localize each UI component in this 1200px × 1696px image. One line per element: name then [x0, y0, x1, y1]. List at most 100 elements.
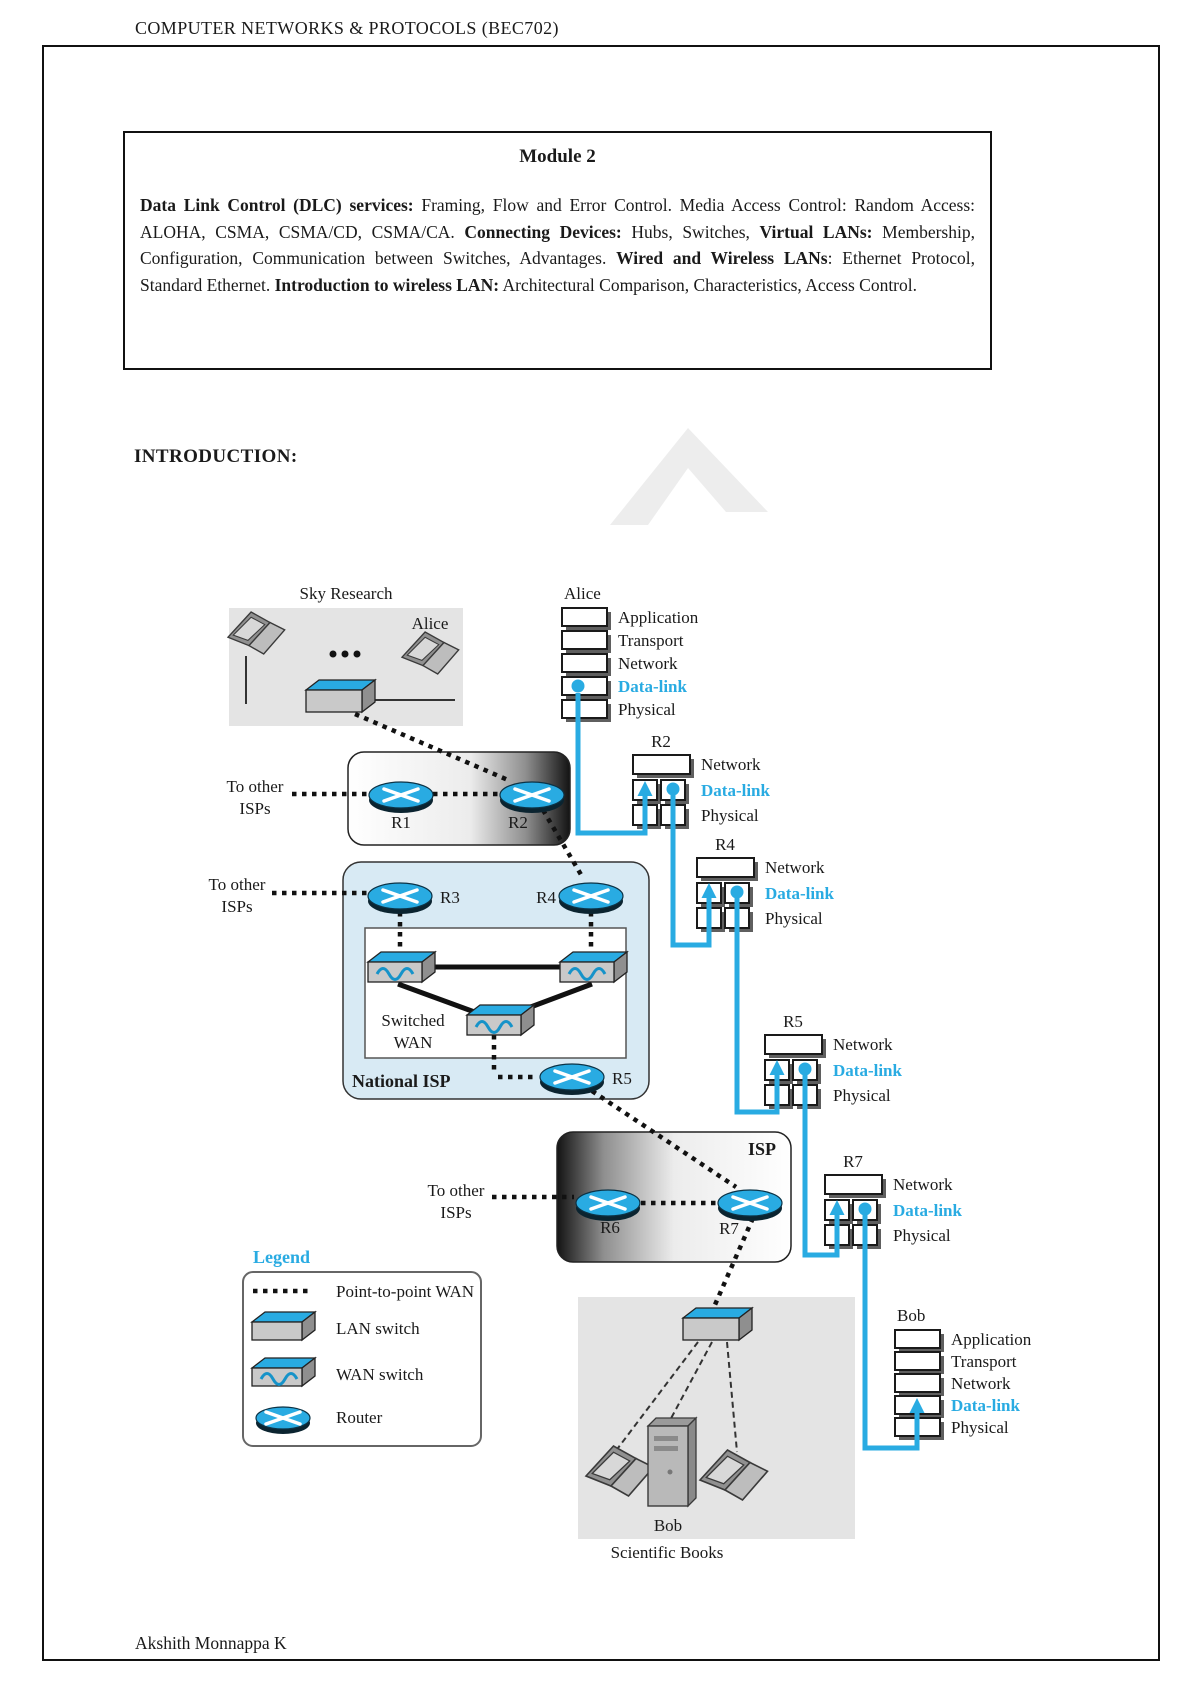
switched-wan-label: Switched: [381, 1011, 445, 1030]
alice-stack-layer-box: [561, 699, 608, 719]
alice-stack-layer-label: Application: [618, 608, 699, 627]
bob-stack-layer-label: Transport: [951, 1352, 1017, 1371]
router-label-r2: R2: [508, 813, 528, 832]
bob-stack-layer-box: [894, 1373, 941, 1393]
r2-stack-layer-label: Physical: [701, 806, 759, 825]
datalink-hop-path-3-dot: [730, 885, 744, 899]
page-border: [42, 45, 1160, 1661]
document-footer: Akshith Monnappa K: [135, 1633, 287, 1653]
point-to-point-wan-link: [541, 808, 585, 880]
to-other-isps-label: ISPs: [221, 897, 252, 916]
switched-wan-label: WAN: [394, 1033, 433, 1052]
router-label-r1: R1: [391, 813, 411, 832]
desktop-tower-icon: [654, 1446, 678, 1451]
legend-router-icon-x: [264, 1410, 302, 1426]
legend-wan-switch-icon-wave: [259, 1372, 299, 1386]
lan-switch-icon: [305, 689, 363, 713]
module-box: Module 2 Data Link Control (DLC) service…: [123, 131, 992, 370]
r2-stack-title: R2: [651, 732, 671, 751]
to-other-isps-label: To other: [227, 777, 284, 796]
paragraph-segment: Hubs, Switches,: [621, 221, 760, 242]
datalink-hop-path-2: [670, 795, 712, 948]
r7-stack-layer-label: Physical: [893, 1226, 951, 1245]
laptop-icon-alice: [421, 641, 460, 675]
wan-switch-icon: [559, 961, 615, 983]
bob-stack-layer-box: [894, 1351, 941, 1371]
ellipsis-dot: [353, 650, 361, 658]
laptop-icon: [591, 1451, 631, 1481]
router-label-r5: R5: [612, 1069, 632, 1088]
module-title: Module 2: [519, 146, 596, 167]
to-other-isps-label: ISPs: [440, 1203, 471, 1222]
router-label-r6: R6: [600, 1218, 620, 1237]
watermark-shape: [610, 428, 768, 525]
legend-item-label: Router: [336, 1408, 383, 1427]
router-label-r4: R4: [536, 888, 556, 907]
r5-stack-title: R5: [783, 1012, 803, 1031]
point-to-point-wan-link: [590, 1089, 738, 1189]
r4-stack-title: R4: [715, 835, 735, 854]
r4-stack-network-box: [696, 857, 755, 878]
point-to-point-wan-link: [354, 711, 509, 783]
alice-stack-layer-label: Network: [618, 654, 678, 673]
document-header: COMPUTER NETWORKS & PROTOCOLS (BEC702): [135, 18, 559, 38]
paragraph-bold-segment: Virtual LANs:: [759, 221, 873, 242]
desktop-tower-icon: [654, 1436, 678, 1441]
to-other-isps-label: To other: [209, 875, 266, 894]
paragraph-bold-segment: Data Link Control (DLC) services:: [140, 195, 414, 215]
r2-stack-layer-label: Network: [701, 755, 761, 774]
datalink-hop-path-3: [734, 898, 780, 1115]
wan-switch-icon: [466, 1014, 522, 1036]
laptop-icon-alice: [400, 631, 460, 675]
r5-stack-layer-label: Data-link: [833, 1061, 903, 1080]
laptop-icon: [247, 621, 286, 655]
alice-node-label: Alice: [412, 614, 449, 633]
alice-stack-layer-box: [561, 653, 608, 673]
bob-stack-title: Bob: [897, 1306, 925, 1325]
datalink-hop-path-2-arrowhead: [701, 883, 717, 898]
legend-item-label: LAN switch: [336, 1319, 420, 1338]
sky-research-label: Sky Research: [299, 584, 393, 603]
isp-box: [556, 1131, 792, 1263]
lan-drop-link: [667, 1341, 713, 1425]
r7-stack-layer-label: Data-link: [893, 1201, 963, 1220]
paragraph-segment: Membership, Configuration, Communication…: [140, 221, 975, 269]
datalink-hop-path-5-arrowhead: [909, 1398, 925, 1413]
r4-stack-layer-label: Network: [765, 858, 825, 877]
desktop-tower-icon: [667, 1469, 673, 1475]
desktop-tower-icon: [687, 1416, 697, 1508]
paragraph-segment: Architectural Comparison, Characteristic…: [499, 274, 917, 295]
wan-mesh-link: [397, 981, 481, 1017]
alice-stack-layer-label: Transport: [618, 631, 684, 650]
section-heading: INTRODUCTION:: [134, 446, 298, 467]
laptop-icon: [723, 1461, 769, 1502]
bob-stack-layer-box: [894, 1329, 941, 1349]
wan-switch-icon-wave: [375, 967, 415, 981]
r2-stack-layer-label: Data-link: [701, 781, 771, 800]
router-icon-r7-x: [731, 1195, 769, 1211]
legend-lan-switch-icon: [251, 1321, 303, 1341]
ellipsis-dot: [341, 650, 349, 658]
r7-stack-layer-label: Network: [893, 1175, 953, 1194]
r5-stack-network-box: [764, 1034, 823, 1055]
scientific-books-label: Scientific Books: [611, 1543, 724, 1562]
paragraph-bold-segment: Introduction to wireless LAN:: [274, 274, 500, 295]
bob-node-label: Bob: [654, 1516, 682, 1535]
router-label-r3: R3: [440, 888, 460, 907]
laptop-icon-alice: [406, 636, 440, 661]
datalink-hop-path-5: [862, 1215, 920, 1451]
paragraph-segment: Framing, Flow and Error Control. Media A…: [140, 195, 975, 242]
laptop-icon: [584, 1444, 655, 1498]
router-icon-r3-x: [381, 888, 419, 904]
alice-stack-title: Alice: [564, 584, 601, 603]
wan-switch-icon: [367, 961, 423, 983]
to-other-isps-label: To other: [428, 1181, 485, 1200]
paragraph-segment: : Ethernet Protocol, Standard Ethernet.: [140, 248, 975, 295]
ellipsis-dot: [329, 650, 337, 658]
r5-stack-layer-label: Physical: [833, 1086, 891, 1105]
datalink-hop-path-1-dot: [571, 679, 585, 693]
router-icon-r5-x: [553, 1069, 591, 1085]
to-other-isps-label: ISPs: [239, 799, 270, 818]
alice-stack-layer-box: [561, 607, 608, 627]
